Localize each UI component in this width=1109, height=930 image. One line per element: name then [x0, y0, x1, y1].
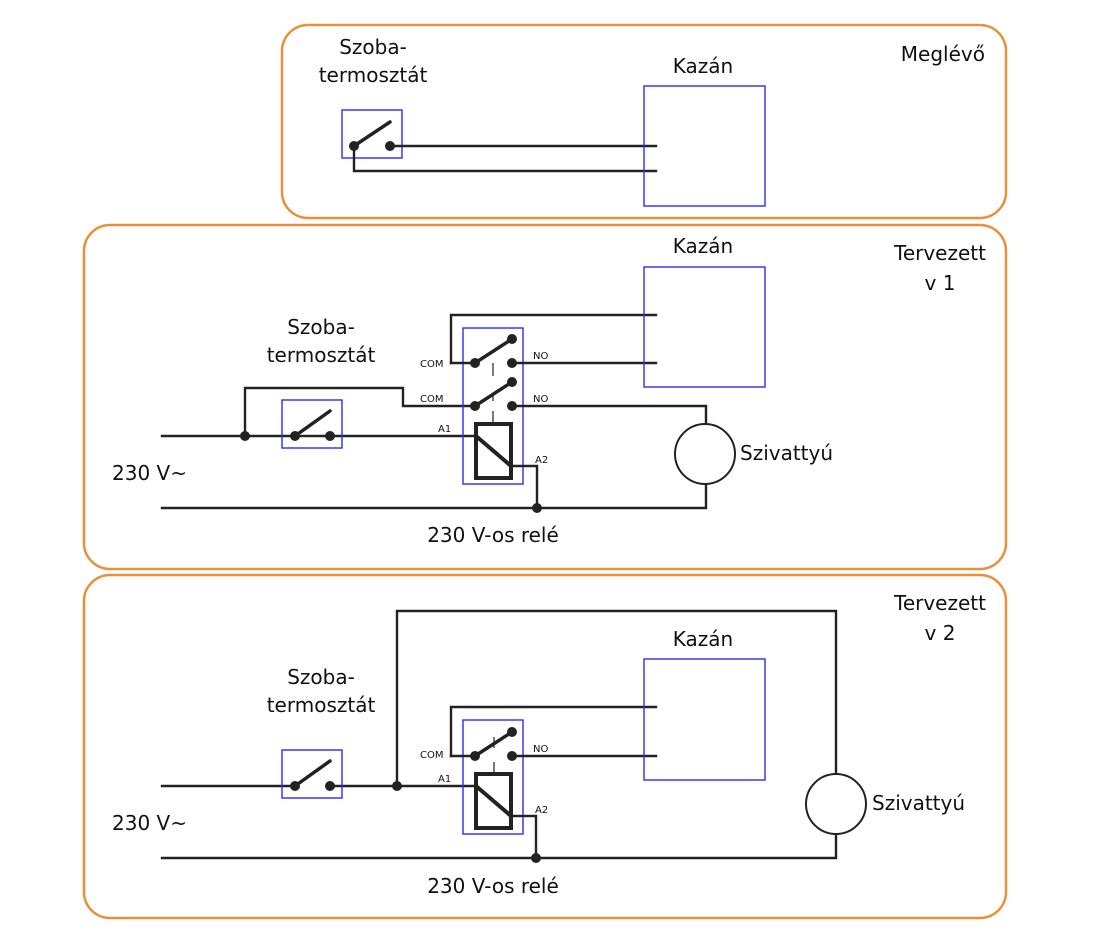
boiler-label: Kazán	[673, 54, 733, 78]
terminal-dot	[325, 431, 335, 441]
panel-title-line1: Tervezett	[893, 591, 986, 615]
wire	[352, 144, 658, 173]
pin-com-1: COM	[420, 359, 443, 370]
pin-com-1: COM	[420, 750, 443, 761]
thermostat-box	[341, 109, 403, 159]
terminal-dot	[470, 401, 480, 411]
terminal-dot	[470, 751, 480, 761]
junction-dot	[532, 503, 542, 513]
pin-no-2: NO	[533, 394, 548, 405]
relay: COM NO COM NO A1 A2	[420, 313, 708, 513]
pin-a2: A2	[535, 455, 548, 466]
thermostat-switch	[281, 749, 343, 799]
panel-title: Meglévő	[901, 42, 985, 66]
supply-label: 230 V~	[112, 461, 187, 485]
terminal-dot	[507, 727, 517, 737]
panel-existing: Meglévő Szoba- termosztát Kazán	[280, 23, 1008, 220]
terminal-dot	[290, 431, 300, 441]
relay-coil	[474, 422, 513, 480]
pin-a2: A2	[535, 805, 548, 816]
boiler-box	[643, 658, 766, 781]
thermostat-switch	[281, 399, 343, 449]
pump-label: Szivattyú	[740, 441, 833, 465]
pin-a1: A1	[438, 424, 451, 435]
boiler-label: Kazán	[673, 627, 733, 651]
neutral-wire	[160, 832, 838, 860]
thermostat-box	[281, 749, 343, 799]
panel-border	[280, 23, 1008, 220]
pump-icon	[805, 773, 867, 835]
thermostat-switch	[341, 109, 403, 159]
panel-title-line2: v 1	[925, 271, 956, 295]
relay-label: 230 V-os relé	[427, 874, 559, 898]
relay-label: 230 V-os relé	[427, 523, 559, 547]
wire-to-pump	[510, 404, 708, 427]
relay-coil	[474, 772, 513, 830]
pump-icon	[674, 423, 736, 485]
boiler-box	[643, 266, 766, 388]
junction-dot	[392, 781, 402, 791]
wire-to-boiler	[449, 705, 658, 758]
terminal-dot	[507, 334, 517, 344]
switch-contact	[293, 409, 332, 438]
relay-contact-1	[473, 337, 514, 365]
thermostat-box	[281, 399, 343, 449]
thermostat-label-line2: termosztát	[319, 63, 428, 87]
relay-box	[462, 719, 524, 835]
panel-border	[82, 573, 1008, 920]
panel-title-line1: Tervezett	[893, 241, 986, 265]
pin-a1: A1	[438, 774, 451, 785]
supply-label: 230 V~	[112, 811, 187, 835]
thermostat-label-line1: Szoba-	[339, 35, 407, 59]
panel-planned-v2: Tervezett v 2 Szoba- termosztát 230 V~	[82, 573, 1008, 920]
coil-diagonal	[474, 434, 513, 468]
wire-a2	[509, 464, 539, 510]
thermostat-label-line2: termosztát	[267, 693, 376, 717]
boiler-label: Kazán	[673, 234, 733, 258]
boiler-box	[643, 85, 766, 207]
panel-border	[82, 223, 1008, 571]
neutral-wire	[160, 481, 708, 510]
pin-no-1: NO	[533, 744, 548, 755]
thermostat-label-line1: Szoba-	[287, 665, 355, 689]
thermostat-label-line1: Szoba-	[287, 315, 355, 339]
coil-diagonal	[474, 784, 513, 818]
wire-to-com2	[243, 386, 477, 438]
wire-to-boiler	[449, 313, 658, 365]
terminal-dot	[290, 781, 300, 791]
relay: COM NO A1 A2	[420, 705, 658, 863]
wire-a2	[509, 814, 538, 860]
terminal-dot	[325, 781, 335, 791]
pin-no-1: NO	[533, 351, 548, 362]
junction-dot	[531, 853, 541, 863]
thermostat-label-line2: termosztát	[267, 343, 376, 367]
terminal-dot	[507, 377, 517, 387]
panel-title-line2: v 2	[925, 621, 956, 645]
switch-contact	[293, 759, 332, 788]
switch-contact	[352, 120, 392, 148]
panel-planned-v1: Tervezett v 1 Szoba- termosztát 230 V~	[82, 223, 1008, 571]
junction-dot	[240, 431, 250, 441]
pin-com-2: COM	[420, 394, 443, 405]
terminal-dot	[470, 358, 480, 368]
pump-label: Szivattyú	[872, 791, 965, 815]
wire-to-pump	[395, 609, 838, 788]
